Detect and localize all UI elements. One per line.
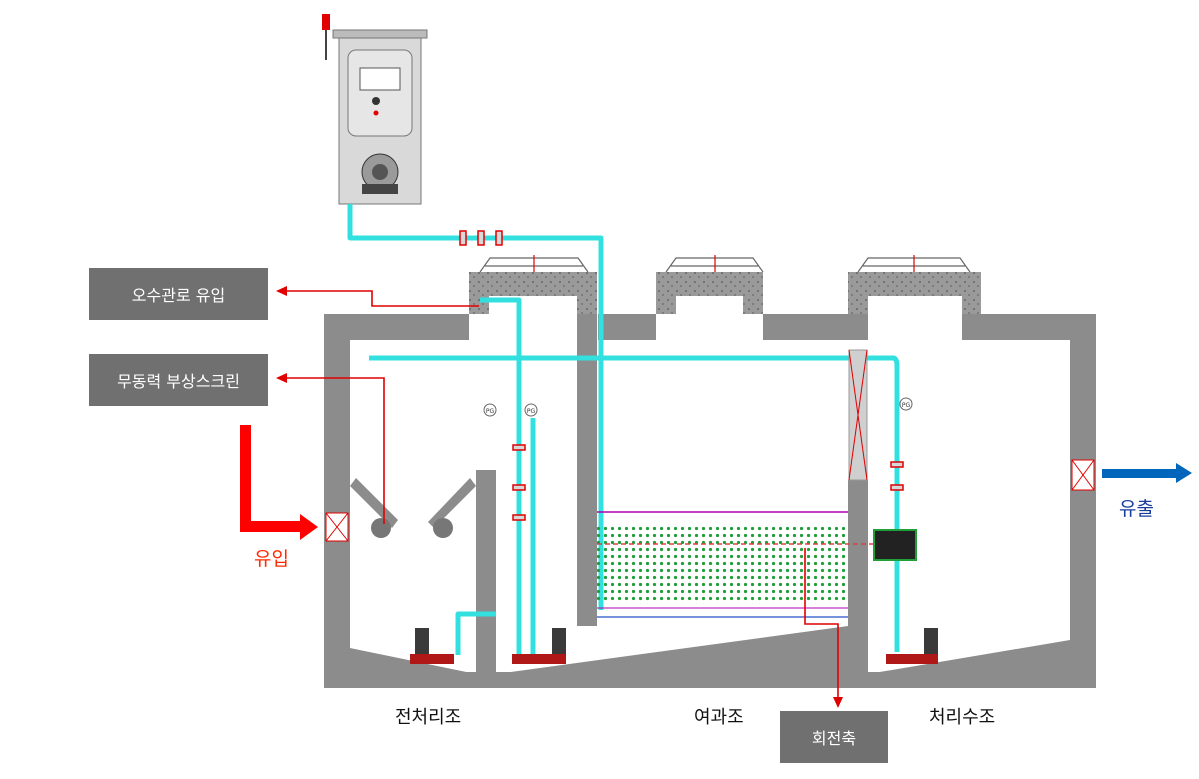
submersible-pump-icon	[886, 628, 938, 664]
outflow-label: 유출	[1119, 498, 1154, 520]
pretreatment-tank-label: 전처리조	[395, 707, 462, 728]
treated-water-tank-label: 처리수조	[929, 707, 996, 728]
gauge-label: PG	[486, 408, 495, 415]
gauge-label: PG	[527, 408, 536, 415]
motor-icon	[873, 529, 917, 561]
manhole-cover-icon	[857, 255, 971, 273]
blower-icon	[361, 153, 399, 194]
tank-structure	[324, 314, 1096, 688]
manhole-risers	[469, 272, 981, 340]
manhole-cover-icon	[665, 255, 764, 273]
floating-screen	[350, 478, 476, 538]
gauge-label: PG	[902, 402, 911, 409]
inflow-arrow	[240, 425, 318, 540]
inlet-opening	[325, 512, 349, 542]
valve-icon	[459, 230, 503, 246]
rotary-shaft-callout: 회전축	[780, 711, 888, 763]
flow-opening	[848, 349, 868, 481]
filtration-tank-label: 여과조	[694, 707, 744, 728]
pressure-gauge-icon: PG	[899, 397, 913, 411]
sewer-inflow-callout: 오수관로 유입	[89, 268, 268, 320]
pressure-gauge-icon: PG	[483, 403, 497, 417]
submersible-pump-icon	[410, 628, 454, 664]
outflow-arrow	[1102, 463, 1192, 483]
leader-lines	[284, 290, 839, 700]
valve-icon	[512, 444, 904, 521]
manhole-cover-icon	[479, 255, 589, 273]
filter-media	[597, 511, 880, 618]
submersible-pump-icon	[512, 628, 566, 664]
floating-screen-callout: 무동력 부상스크린	[89, 354, 268, 406]
air-pipes	[347, 204, 900, 655]
inflow-label: 유입	[254, 548, 289, 570]
leader-arrowheads	[276, 286, 843, 708]
pressure-gauge-icon: PG	[524, 403, 538, 417]
outlet-opening	[1071, 459, 1095, 491]
